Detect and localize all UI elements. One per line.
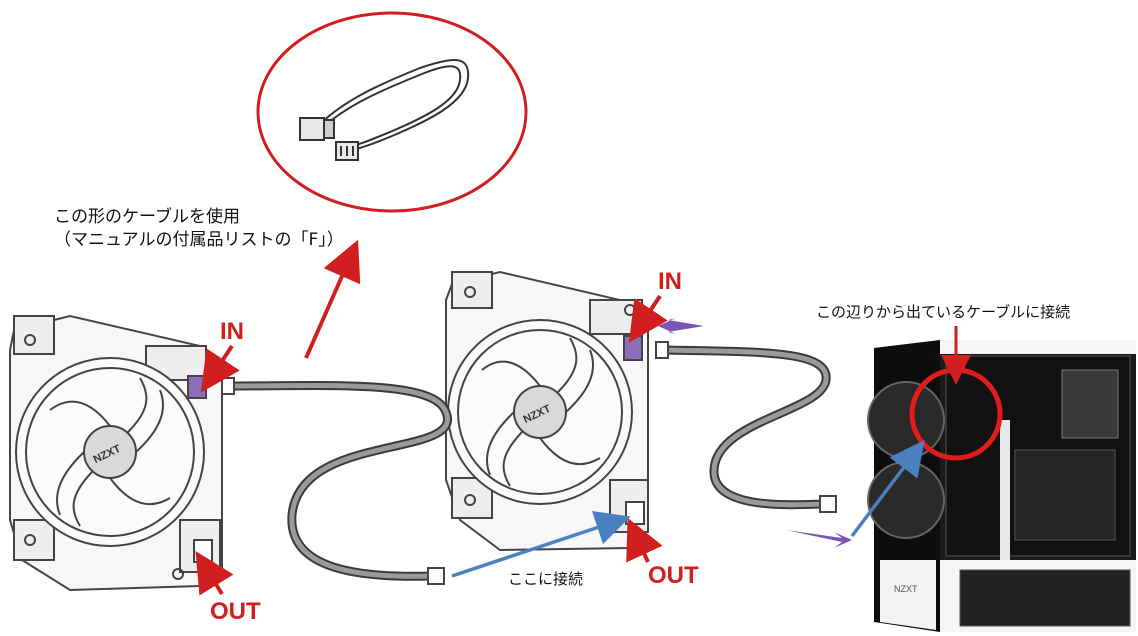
fan-link-cable-right-plug xyxy=(427,567,445,585)
cable-callout xyxy=(256,11,528,213)
case-connect-note: この辺りから出ているケーブルに接続 xyxy=(816,301,1071,322)
case-link-cable xyxy=(655,341,837,513)
pc-case: NZXT xyxy=(867,340,1136,632)
cable-pointer-arrow xyxy=(304,239,361,359)
fan-1-out-port xyxy=(193,539,213,563)
case-mesh-vent xyxy=(1061,369,1119,439)
purple-arrow-fan-2-in xyxy=(658,318,704,334)
fan-link-cable xyxy=(221,377,452,585)
fan-1-in-port xyxy=(187,375,207,399)
fan-2-out-label: OUT xyxy=(648,562,699,589)
case-link-cable-right-plug xyxy=(819,495,837,513)
fan-2-in-port xyxy=(623,335,643,361)
connect-here-arrow xyxy=(451,510,631,578)
cable-f-illustration xyxy=(299,58,470,161)
fan-2-in-arrow xyxy=(628,294,668,343)
purple-arrow-case xyxy=(786,530,852,548)
fan-link-cable-left-plug xyxy=(221,377,235,395)
fan-1-in-arrow xyxy=(200,344,240,393)
fan-1-in-label: IN xyxy=(220,318,244,345)
fan-2-in-label: IN xyxy=(658,268,682,295)
case-connect-arrow xyxy=(850,440,925,538)
fan-2-out-arrow xyxy=(626,517,663,563)
case-link-cable-left-plug xyxy=(655,341,669,359)
fan-1-out-label: OUT xyxy=(210,598,261,625)
connect-here-note: ここに接続 xyxy=(508,570,584,588)
fan-1 xyxy=(9,314,223,592)
cable-note: この形のケーブルを使用 （マニュアルの付属品リストの「F」） xyxy=(54,206,344,252)
fan-2 xyxy=(445,270,649,552)
case-logo: NZXT xyxy=(894,584,918,594)
cable-callout-circle xyxy=(256,11,528,213)
cable-note-line-2: （マニュアルの付属品リストの「F」） xyxy=(54,230,344,250)
fan-2-out-port xyxy=(625,501,645,525)
fan-1-out-arrow xyxy=(195,550,234,596)
cable-note-line-1: この形のケーブルを使用 xyxy=(54,207,240,227)
